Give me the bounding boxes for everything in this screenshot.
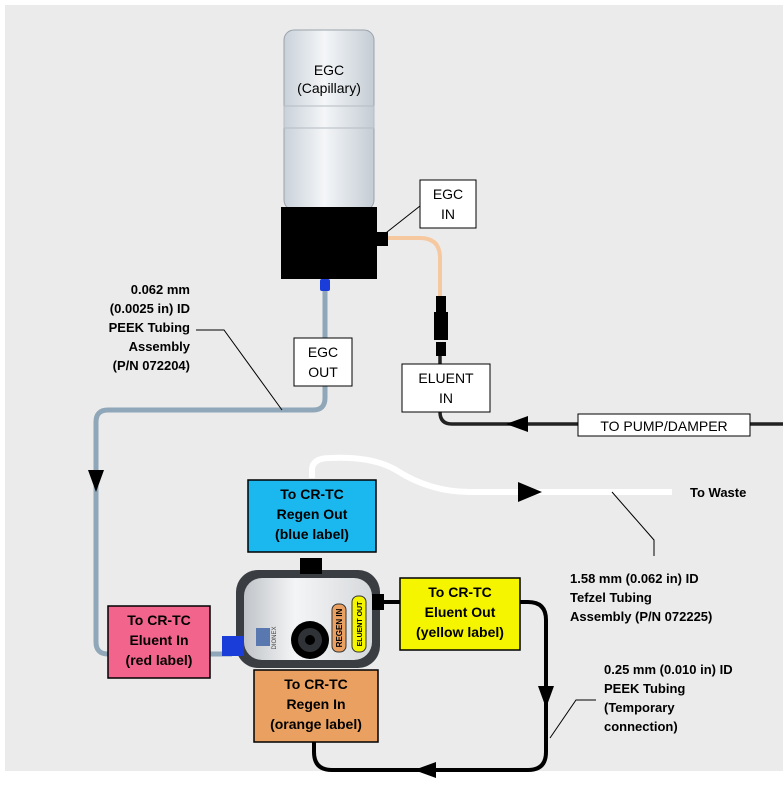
peek-062-line-1: 0.062 mm — [131, 282, 190, 297]
dionex-brand: DIONEX — [272, 626, 278, 649]
union-connector — [436, 296, 446, 312]
eluent-out-fitting — [372, 594, 384, 610]
tefzel-leader — [611, 491, 655, 556]
union-connector-body — [434, 312, 448, 340]
egc-subtitle: (Capillary) — [297, 80, 361, 96]
regen-in-tag-line-3: (orange label) — [270, 716, 362, 732]
regen-out-line-3: (blue label) — [275, 526, 349, 542]
flow-arrow-right-waste — [518, 482, 542, 502]
to-pump-label: TO PUMP/DAMPER — [600, 418, 727, 434]
eluent-in-callout-box — [401, 363, 491, 413]
regen-in-tag-line-2: Regen In — [286, 696, 345, 712]
eluent-out-port-label: ELUENT OUT — [357, 601, 364, 646]
peek-025-leader — [549, 699, 596, 739]
egc-out-fitting — [320, 279, 330, 291]
flow-arrow-left-temp — [414, 762, 436, 778]
flow-arrow-down-temp — [538, 686, 554, 708]
peek-025-line-2: PEEK Tubing — [604, 681, 685, 696]
flow-arrow-left — [506, 416, 528, 432]
regen-in-label-box — [253, 669, 379, 743]
eluent-in-tag-line-1: To CR-TC — [127, 612, 191, 628]
egc-in-label-line1: EGC — [433, 186, 463, 202]
egc-in-fitting — [376, 232, 388, 246]
egc-out-label-line2: OUT — [308, 364, 338, 380]
egc-cartridge-base — [281, 207, 377, 279]
peek-062-line-4: Assembly — [129, 339, 191, 354]
tefzel-line-1: 1.58 mm (0.062 in) ID — [570, 571, 699, 586]
egc-in-label-line2: IN — [441, 206, 455, 222]
egc-out-label-line1: EGC — [308, 344, 338, 360]
regen-out-line-2: Regen Out — [277, 506, 348, 522]
egc-cartridge-body — [283, 29, 375, 211]
tefzel-line-3: Assembly (P/N 072225) — [570, 609, 712, 624]
peek-capillary-tubing — [93, 288, 328, 657]
eluent-out-tag-line-2: Eluent Out — [425, 604, 496, 620]
egc-out-callout-box — [293, 337, 353, 387]
egc-in-callout-box — [419, 179, 477, 229]
regen-in-tag-line-1: To CR-TC — [284, 676, 348, 692]
flow-arrow-down — [88, 470, 104, 492]
peek-062-line-2: (0.0025 in) ID — [110, 301, 190, 316]
waste-tubing — [309, 454, 672, 495]
tefzel-line-2: Tefzel Tubing — [570, 590, 652, 605]
to-pump-label-box — [577, 413, 751, 437]
eluent-out-tag-line-1: To CR-TC — [428, 584, 492, 600]
egc-inlet-tubing — [388, 236, 442, 300]
peek-025-line-4: connection) — [604, 719, 678, 734]
crtc-port-center — [305, 635, 315, 645]
eluent-in-fitting — [222, 636, 244, 656]
regen-in-port-label: REGEN IN — [335, 608, 344, 647]
temporary-tubing — [312, 600, 548, 772]
peek-025-line-3: (Temporary — [604, 700, 675, 715]
peek-062-line-5: (P/N 072204) — [113, 358, 190, 373]
regen-out-line-1: To CR-TC — [280, 486, 344, 502]
to-waste-label: To Waste — [690, 485, 746, 500]
eluent-out-label-box — [399, 577, 521, 651]
regen-in-port-tag — [331, 603, 347, 653]
peek-062-annotation: 0.062 mm (0.0025 in) ID PEEK Tubing Asse… — [109, 282, 191, 373]
peek-025-annotation: 0.25 mm (0.010 in) ID PEEK Tubing (Tempo… — [604, 662, 733, 734]
tefzel-annotation: 1.58 mm (0.062 in) ID Tefzel Tubing Asse… — [570, 571, 712, 624]
egc-cartridge-band — [283, 105, 375, 129]
eluent-out-port-tag — [351, 595, 367, 653]
eluent-in-label-line2: IN — [439, 390, 453, 406]
eluent-in-tag-line-3: (red label) — [126, 652, 193, 668]
eluent-out-tag-line-3: (yellow label) — [416, 624, 504, 640]
regen-out-label-box — [247, 479, 377, 553]
eluent-in-label-box — [107, 605, 211, 679]
egc-in-leader — [381, 205, 421, 237]
peek-062-leader — [196, 329, 283, 411]
egc-title: EGC — [314, 62, 344, 78]
eluent-in-tag-line-2: Eluent In — [129, 632, 188, 648]
regen-out-fitting — [300, 558, 322, 574]
union-connector-nut — [436, 342, 446, 356]
eluent-in-label-line1: ELUENT — [418, 370, 474, 386]
peek-025-line-1: 0.25 mm (0.010 in) ID — [604, 662, 733, 677]
peek-062-line-3: PEEK Tubing — [109, 320, 190, 335]
dionex-logo-icon — [256, 628, 270, 646]
